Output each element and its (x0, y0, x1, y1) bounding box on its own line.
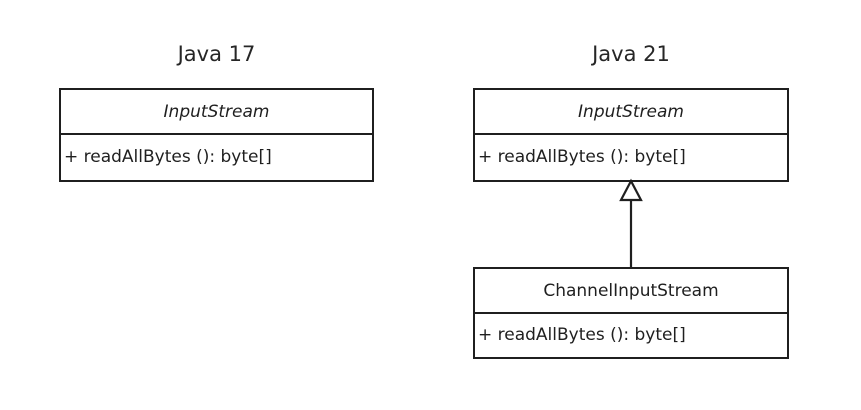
uml-members-compartment: + readAllBytes (): byte[] (475, 314, 787, 357)
uml-member-method: + readAllBytes (): byte[] (64, 147, 272, 167)
uml-member-method: + readAllBytes (): byte[] (478, 325, 686, 345)
column-title-java21: Java 21 (592, 42, 670, 66)
uml-class-name: InputStream (61, 90, 372, 135)
uml-class-java21-inputstream[interactable]: InputStream + readAllBytes (): byte[] (473, 88, 789, 182)
uml-class-name: InputStream (475, 90, 787, 135)
uml-members-compartment: + readAllBytes (): byte[] (475, 135, 787, 180)
uml-class-java17-inputstream[interactable]: InputStream + readAllBytes (): byte[] (59, 88, 374, 182)
generalization-arrow-icon (619, 178, 643, 268)
uml-members-compartment: + readAllBytes (): byte[] (61, 135, 372, 180)
uml-class-channelinputstream[interactable]: ChannelInputStream + readAllBytes (): by… (473, 267, 789, 359)
uml-member-method: + readAllBytes (): byte[] (478, 147, 686, 167)
uml-class-name: ChannelInputStream (475, 269, 787, 314)
hollow-triangle-head-icon (619, 178, 643, 202)
column-title-java17: Java 17 (177, 42, 256, 66)
